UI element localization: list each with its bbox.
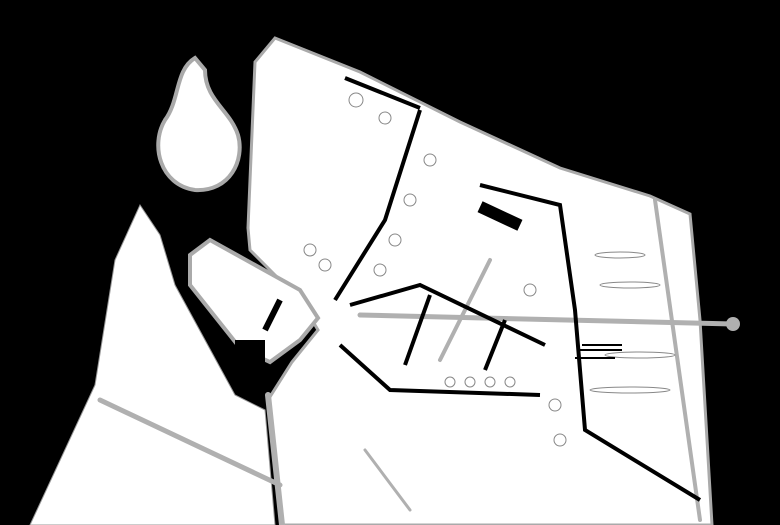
diagonal-road — [438, 258, 492, 362]
west-road — [97, 397, 283, 488]
south-canal — [338, 343, 541, 397]
road-end-marker — [726, 317, 740, 331]
pavilion — [575, 344, 622, 359]
canal-stub — [403, 294, 432, 366]
coast-path — [653, 198, 702, 522]
west-field — [29, 203, 276, 525]
canals — [333, 76, 702, 502]
south-lane — [363, 448, 412, 512]
loop-canal — [479, 183, 702, 502]
upper-canal — [344, 76, 421, 110]
harbor-island — [188, 237, 321, 365]
building-block — [477, 201, 523, 231]
trees — [303, 92, 676, 447]
south-road — [265, 392, 285, 525]
north-canal — [333, 109, 422, 302]
dock — [235, 340, 265, 370]
canal-stub-2 — [483, 319, 507, 371]
pear-island — [156, 55, 242, 193]
dock-pier — [262, 298, 283, 332]
